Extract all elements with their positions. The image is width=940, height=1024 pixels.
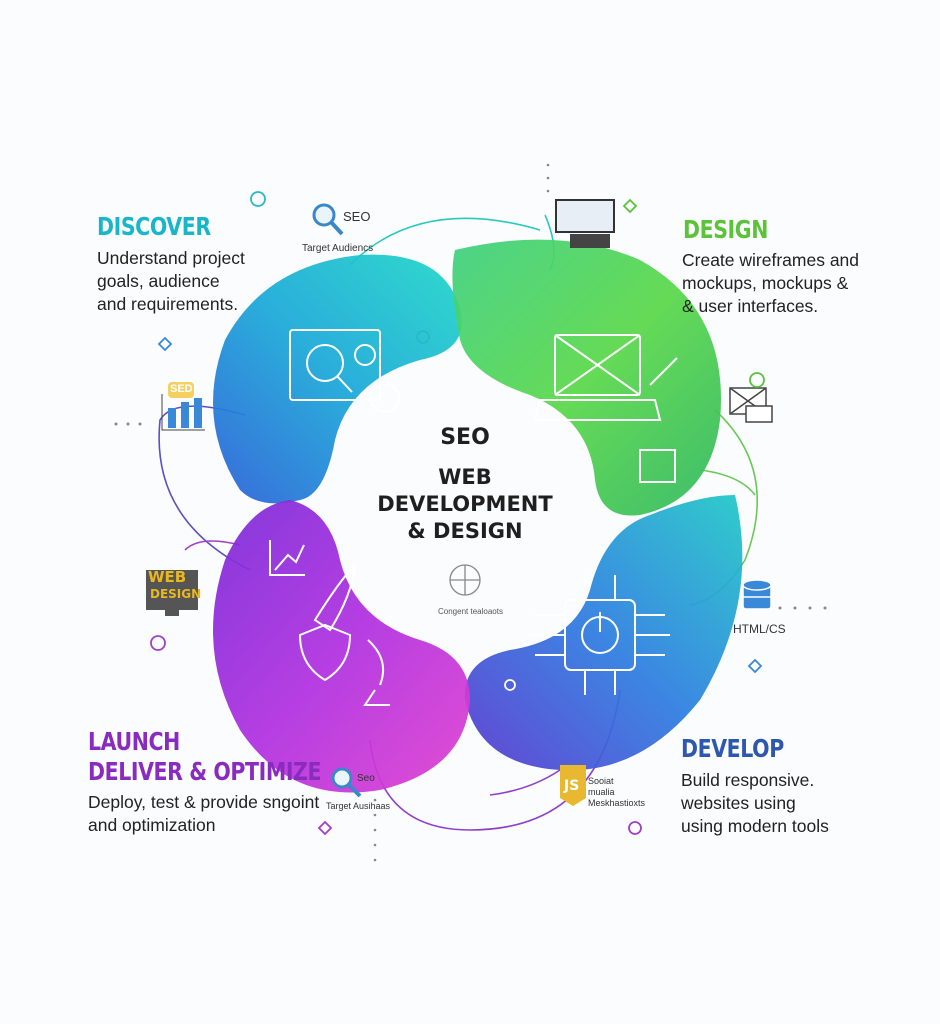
launch-title: LAUNCH bbox=[88, 727, 180, 756]
arc-discover-design bbox=[349, 217, 541, 266]
svg-text:JS: JS bbox=[563, 778, 579, 794]
petal-discover bbox=[213, 254, 462, 504]
dot-lines bbox=[114, 163, 827, 862]
seo-label-top: SEO bbox=[343, 209, 371, 224]
rocket-icon bbox=[313, 562, 357, 632]
wireframe-icon bbox=[639, 449, 676, 483]
petal-launch bbox=[213, 500, 470, 793]
design-title: DESIGN bbox=[683, 215, 768, 244]
center-icon-caption: Congent tealoaots bbox=[438, 607, 503, 616]
seo-chart-label: SED bbox=[170, 383, 193, 395]
brain-icon bbox=[370, 383, 400, 413]
develop-title: DEVELOP bbox=[681, 734, 784, 763]
email-icon bbox=[729, 387, 773, 423]
svg-text:DESIGN: DESIGN bbox=[150, 587, 201, 601]
seo-label-bottom: Seo bbox=[357, 773, 375, 784]
target-audience-label-bottom: Target Ausihaas bbox=[326, 801, 391, 811]
database-icon bbox=[742, 579, 772, 610]
launch-subtitle: DELIVER & OPTIMIZE bbox=[88, 757, 322, 786]
seo-bar-chart-icon bbox=[161, 382, 205, 431]
seo-magnifier-top-icon bbox=[312, 203, 344, 236]
seo-magnifier-bottom-icon bbox=[331, 767, 362, 798]
shield-icon bbox=[298, 623, 352, 682]
petal-develop bbox=[464, 495, 743, 771]
monitor-icon bbox=[555, 199, 615, 248]
center-seo: SEO bbox=[440, 425, 490, 450]
pencil-icon bbox=[649, 357, 678, 386]
target-audience-label-top: Target Audiencs bbox=[302, 243, 374, 254]
laptop-icon bbox=[554, 334, 641, 396]
magnifier-icon bbox=[306, 344, 344, 382]
html-css-label: HTML/CS bbox=[733, 622, 786, 636]
center-globe-icon bbox=[449, 564, 481, 596]
wireframe-board-icon bbox=[289, 329, 381, 401]
discover-title: DISCOVER bbox=[97, 212, 211, 241]
petal-design bbox=[452, 239, 721, 516]
js-icon: JS bbox=[560, 765, 586, 806]
svg-text:WEB: WEB bbox=[148, 568, 186, 586]
growth-chart-icon bbox=[269, 540, 305, 576]
satellite-icon bbox=[363, 639, 390, 706]
gear-icon bbox=[354, 344, 376, 366]
